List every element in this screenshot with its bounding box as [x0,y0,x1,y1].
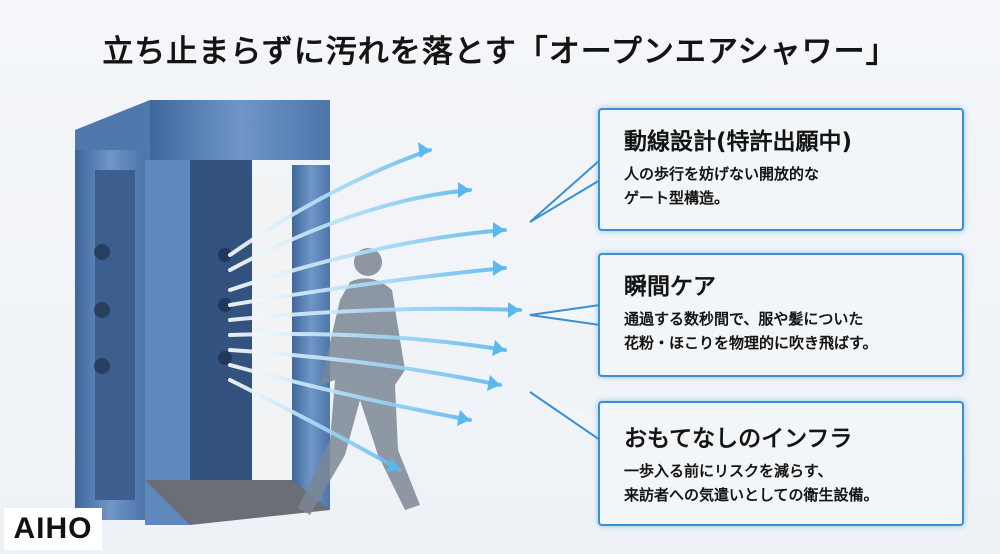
feature-callout-hospitality: おもてなしのインフラ 一歩入る前にリスクを減らす、 来訪者への気遣いとしての衛生… [598,401,964,526]
feature-text-line: ゲート型構造。 [624,189,730,207]
feature-text-line: 来訪者への気遣いとしての衛生設備。 [624,486,879,504]
page-title: 立ち止まらずに汚れを落とす「オープンエアシャワー」 [102,34,898,70]
booth [75,100,330,525]
feature-text-line: 人の歩行を妨げない開放的な [624,165,820,183]
feature-heading: 動線設計(特許出願中) [624,129,853,155]
feature-text-line: 一歩入る前にリスクを減らす、 [624,462,833,480]
airflow-arrows [228,148,522,472]
feature-heading: おもてなしのインフラ [624,426,853,452]
callout-pointers [529,159,601,442]
feature-callout-instant-care: 瞬間ケア 通過する数秒間で、服や髪についた 花粉・ほこりを物理的に吹き飛ばす。 [598,253,964,377]
aiho-logo: AIHO [4,508,102,550]
feature-heading: 瞬間ケア [624,274,716,300]
feature-callout-flow-design: 動線設計(特許出願中) 人の歩行を妨げない開放的な ゲート型構造。 [598,108,964,231]
feature-text-line: 花粉・ほこりを物理的に吹き飛ばす。 [624,334,878,352]
feature-text-line: 通過する数秒間で、服や髪についた [624,310,864,328]
